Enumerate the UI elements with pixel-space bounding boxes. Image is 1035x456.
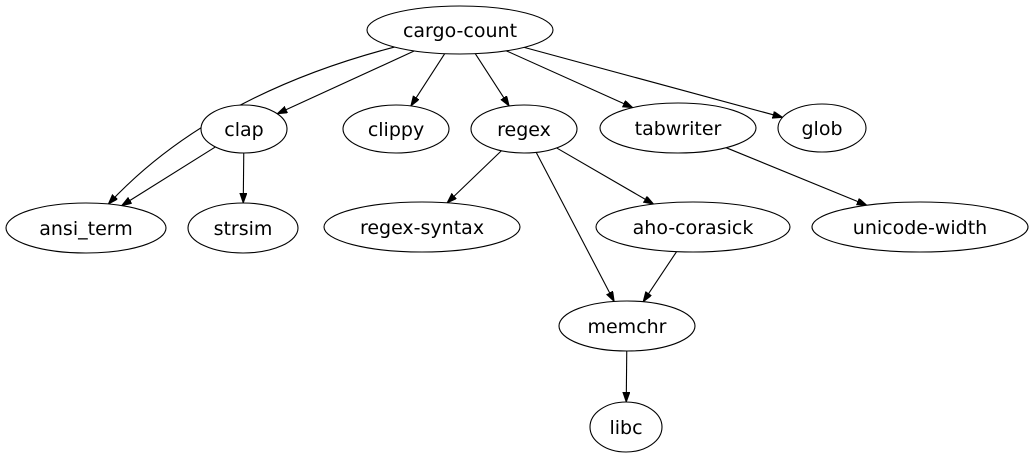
graph-node-unicode-width: unicode-width — [811, 201, 1029, 253]
node-label-aho-corasick: aho-corasick — [633, 217, 754, 239]
node-ellipse-clap — [200, 104, 288, 154]
graph-node-cargo-count: cargo-count — [366, 5, 554, 55]
edge-cargo-count-to-tabwriter — [506, 50, 632, 108]
edge-memchr-to-libc — [626, 350, 627, 402]
graph-node-ansi_term: ansi_term — [5, 202, 167, 254]
graph-node-strsim: strsim — [187, 202, 299, 254]
edge-regex-to-aho-corasick — [556, 147, 654, 204]
node-ellipse-regex — [470, 104, 578, 154]
node-label-libc: libc — [609, 417, 642, 439]
node-label-regex-syntax: regex-syntax — [360, 217, 484, 239]
node-ellipse-tabwriter — [599, 102, 757, 154]
node-ellipse-strsim — [187, 202, 299, 254]
graph-node-libc: libc — [589, 401, 663, 453]
edge-regex-to-regex-syntax — [447, 150, 502, 203]
node-ellipse-libc — [589, 401, 663, 453]
node-ellipse-clippy — [342, 104, 450, 154]
edge-regex-to-memchr — [535, 152, 614, 301]
node-ellipse-cargo-count — [366, 5, 554, 55]
node-ellipse-memchr — [558, 300, 696, 352]
node-label-tabwriter: tabwriter — [635, 118, 722, 140]
node-label-memchr: memchr — [587, 316, 666, 338]
graph-node-clippy: clippy — [342, 104, 450, 154]
node-label-regex: regex — [497, 119, 551, 141]
graph-node-regex-syntax: regex-syntax — [323, 201, 521, 253]
graph-node-regex: regex — [470, 104, 578, 154]
edge-clap-to-strsim — [243, 152, 244, 203]
edge-cargo-count-to-clap — [277, 50, 415, 114]
graph-node-tabwriter: tabwriter — [599, 102, 757, 154]
node-ellipse-unicode-width — [811, 201, 1029, 253]
graph-node-glob: glob — [777, 103, 867, 153]
node-label-ansi_term: ansi_term — [39, 218, 133, 240]
edge-cargo-count-to-regex — [474, 53, 509, 106]
node-ellipse-regex-syntax — [323, 201, 521, 253]
edge-cargo-count-to-glob — [524, 46, 782, 117]
graph-node-aho-corasick: aho-corasick — [595, 201, 791, 253]
node-ellipse-aho-corasick — [595, 201, 791, 253]
edge-tabwriter-to-unicode-width — [725, 147, 867, 206]
node-ellipse-ansi_term — [5, 202, 167, 254]
graph-node-memchr: memchr — [558, 300, 696, 352]
graph-node-clap: clap — [200, 104, 288, 154]
node-label-glob: glob — [801, 118, 842, 140]
node-label-strsim: strsim — [214, 218, 273, 240]
node-label-clap: clap — [224, 119, 263, 141]
node-ellipse-glob — [777, 103, 867, 153]
edge-cargo-count-to-clippy — [411, 53, 446, 106]
node-label-unicode-width: unicode-width — [853, 217, 987, 239]
node-label-cargo-count: cargo-count — [403, 20, 517, 42]
edge-clap-to-ansi_term — [122, 146, 216, 206]
node-label-clippy: clippy — [368, 119, 424, 141]
edge-aho-corasick-to-memchr — [643, 251, 678, 302]
